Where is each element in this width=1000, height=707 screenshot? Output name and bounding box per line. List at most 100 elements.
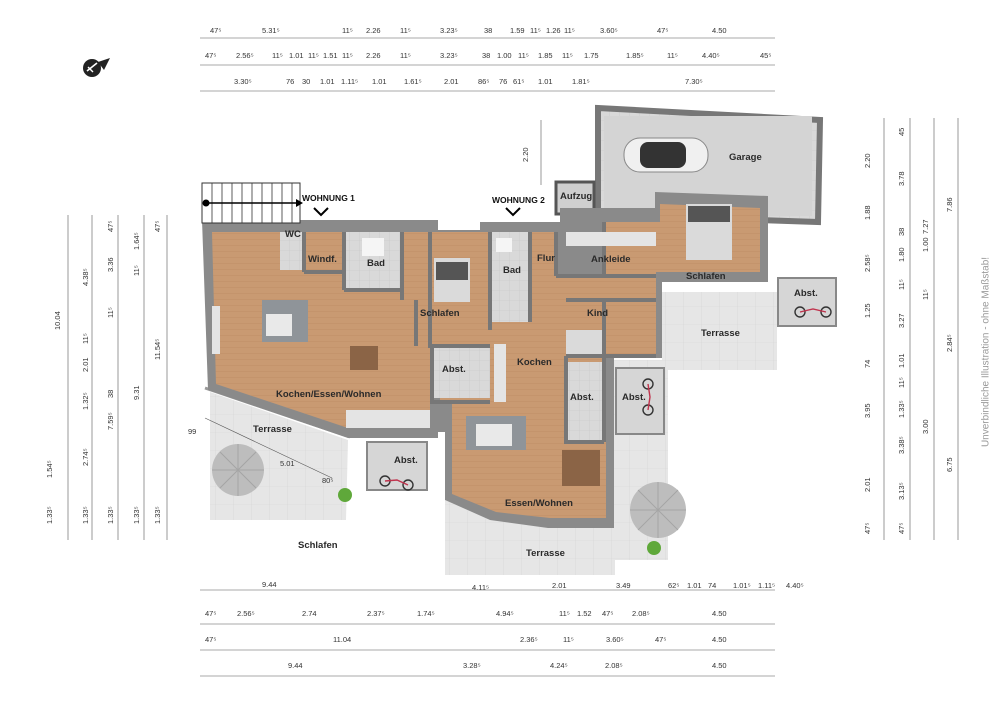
top-dimension-row-2: 47⁵ 2.56⁵ 11⁵ 1.01 11⁵ 1.51 11⁵ 2.26 11⁵…: [205, 51, 771, 60]
svg-text:4.50: 4.50: [712, 635, 727, 644]
svg-text:1.33⁵: 1.33⁵: [45, 506, 54, 524]
room-label-kind: Kind: [587, 308, 608, 319]
svg-text:11⁵: 11⁵: [272, 51, 283, 60]
svg-text:1.33⁵: 1.33⁵: [153, 506, 162, 524]
svg-text:3.28⁵: 3.28⁵: [463, 661, 481, 670]
building: [202, 192, 768, 528]
svg-text:11⁵: 11⁵: [518, 51, 529, 60]
svg-text:1.33⁵: 1.33⁵: [106, 506, 115, 524]
svg-text:11⁵: 11⁵: [342, 51, 353, 60]
room-label-abst-3: Abst.: [622, 392, 646, 403]
svg-text:1.75: 1.75: [584, 51, 599, 60]
svg-text:4.50: 4.50: [712, 26, 727, 35]
svg-text:38: 38: [484, 26, 492, 35]
svg-text:2.74⁵: 2.74⁵: [81, 448, 90, 466]
svg-text:4.40⁵: 4.40⁵: [702, 51, 720, 60]
svg-text:11⁵: 11⁵: [400, 51, 411, 60]
svg-text:2.08⁵: 2.08⁵: [605, 661, 623, 670]
svg-text:47⁵: 47⁵: [602, 609, 613, 618]
svg-text:1.25: 1.25: [863, 303, 872, 318]
svg-text:1.85⁵: 1.85⁵: [626, 51, 644, 60]
svg-text:47⁵: 47⁵: [210, 26, 221, 35]
abst-box-left: [366, 441, 428, 491]
bottom-dimension-row-3: 9.44 3.28⁵ 4.24⁵ 2.08⁵ 4.50: [288, 661, 727, 670]
svg-text:47⁵: 47⁵: [106, 221, 115, 232]
room-label-schlafen-3: Schlafen: [298, 540, 338, 551]
svg-text:4.40⁵: 4.40⁵: [786, 581, 804, 590]
svg-text:2.58⁵: 2.58⁵: [863, 254, 872, 272]
parasol-icon: [630, 482, 686, 538]
svg-text:2.26: 2.26: [366, 51, 381, 60]
svg-text:11⁵: 11⁵: [308, 51, 319, 60]
svg-text:11⁵: 11⁵: [563, 635, 574, 644]
svg-text:2.36⁵: 2.36⁵: [520, 635, 538, 644]
svg-text:1.74⁵: 1.74⁵: [417, 609, 435, 618]
svg-text:38: 38: [897, 228, 906, 236]
car-icon: [623, 137, 709, 173]
svg-text:2.01: 2.01: [81, 357, 90, 372]
furniture: [212, 204, 732, 486]
svg-text:1.01: 1.01: [538, 77, 553, 86]
svg-text:3.49: 3.49: [616, 581, 631, 590]
room-label-abst-2: Abst.: [570, 392, 594, 403]
terrace-bottom: [445, 500, 615, 575]
svg-text:1.01: 1.01: [289, 51, 304, 60]
svg-text:3.13⁵: 3.13⁵: [897, 482, 906, 500]
svg-text:1.32⁵: 1.32⁵: [81, 392, 90, 410]
room-label-kochen: Kochen: [517, 357, 552, 368]
svg-text:1.80: 1.80: [897, 247, 906, 262]
svg-text:7.86: 7.86: [945, 197, 954, 212]
left-dimension-col-5: 47⁵ 11.54⁵ 1.33⁵: [153, 221, 162, 524]
svg-text:47⁵: 47⁵: [655, 635, 666, 644]
left-dimension-lines: [67, 215, 168, 540]
right-dimension-col-1: 2.20 1.88 2.58⁵ 1.25 74 3.95 2.01 47⁵: [863, 153, 872, 534]
svg-text:11.04: 11.04: [333, 635, 351, 644]
svg-text:4.94⁵: 4.94⁵: [496, 609, 514, 618]
room-label-essen-wohnen: Essen/Wohnen: [505, 498, 573, 509]
svg-text:1.33⁵: 1.33⁵: [132, 506, 141, 524]
bicycle-icon: [379, 306, 832, 491]
top-dimension-lines: [200, 37, 775, 677]
room-label-abst-4: Abst.: [394, 455, 418, 466]
svg-text:2.01: 2.01: [444, 77, 459, 86]
entrance-arrow-icon: [313, 207, 329, 217]
svg-text:61⁵: 61⁵: [513, 77, 524, 86]
svg-text:1.00: 1.00: [497, 51, 512, 60]
svg-text:6.75: 6.75: [945, 457, 954, 472]
svg-text:76: 76: [499, 77, 507, 86]
garage-dimension: 2.20: [521, 120, 542, 185]
svg-text:2.56⁵: 2.56⁵: [237, 609, 255, 618]
room-label-terrasse-1: Terrasse: [253, 424, 292, 435]
svg-text:9.44: 9.44: [288, 661, 303, 670]
room-label-aufzug: Aufzug: [560, 191, 592, 202]
unit-label-wohnung-1: WOHNUNG 1: [302, 193, 355, 203]
bottom-dimension-row-2: 47⁵ 11.04 2.36⁵ 11⁵ 3.60⁵ 47⁵ 4.50: [205, 635, 727, 644]
svg-text:11⁵: 11⁵: [559, 609, 570, 618]
svg-text:10.04: 10.04: [53, 311, 62, 330]
svg-text:30: 30: [302, 77, 310, 86]
svg-text:1.33⁵: 1.33⁵: [81, 506, 90, 524]
svg-text:11⁵: 11⁵: [897, 377, 906, 388]
svg-text:7.59⁵: 7.59⁵: [106, 412, 115, 430]
svg-text:3.36: 3.36: [106, 257, 115, 272]
svg-text:47⁵: 47⁵: [205, 51, 216, 60]
svg-text:2.84⁵: 2.84⁵: [945, 334, 954, 352]
room-label-garage: Garage: [729, 152, 762, 163]
svg-text:74: 74: [708, 581, 716, 590]
svg-text:86⁵: 86⁵: [478, 77, 489, 86]
room-label-abst-1: Abst.: [442, 364, 466, 375]
left-dimension-col-4: 1.64⁵ 11⁵ 9.31 1.33⁵: [132, 232, 141, 524]
svg-text:7.30⁵: 7.30⁵: [685, 77, 703, 86]
svg-text:3.78: 3.78: [897, 171, 906, 186]
room-label-ankleide: Ankleide: [591, 254, 631, 265]
abst-box-far-right: [777, 277, 837, 327]
svg-text:3.60⁵: 3.60⁵: [600, 26, 618, 35]
svg-text:11⁵: 11⁵: [106, 307, 115, 318]
right-dimension-col-3: 7.27 1.00 11⁵ 2.84⁵ 3.00 7.86 6.75: [921, 197, 954, 472]
svg-text:3.27: 3.27: [897, 313, 906, 328]
room-label-windfang: Windf.: [308, 254, 337, 265]
svg-text:62⁵: 62⁵: [668, 581, 679, 590]
svg-text:11⁵: 11⁵: [400, 26, 411, 35]
terrace-right: [662, 292, 777, 370]
svg-text:47⁵: 47⁵: [205, 635, 216, 644]
